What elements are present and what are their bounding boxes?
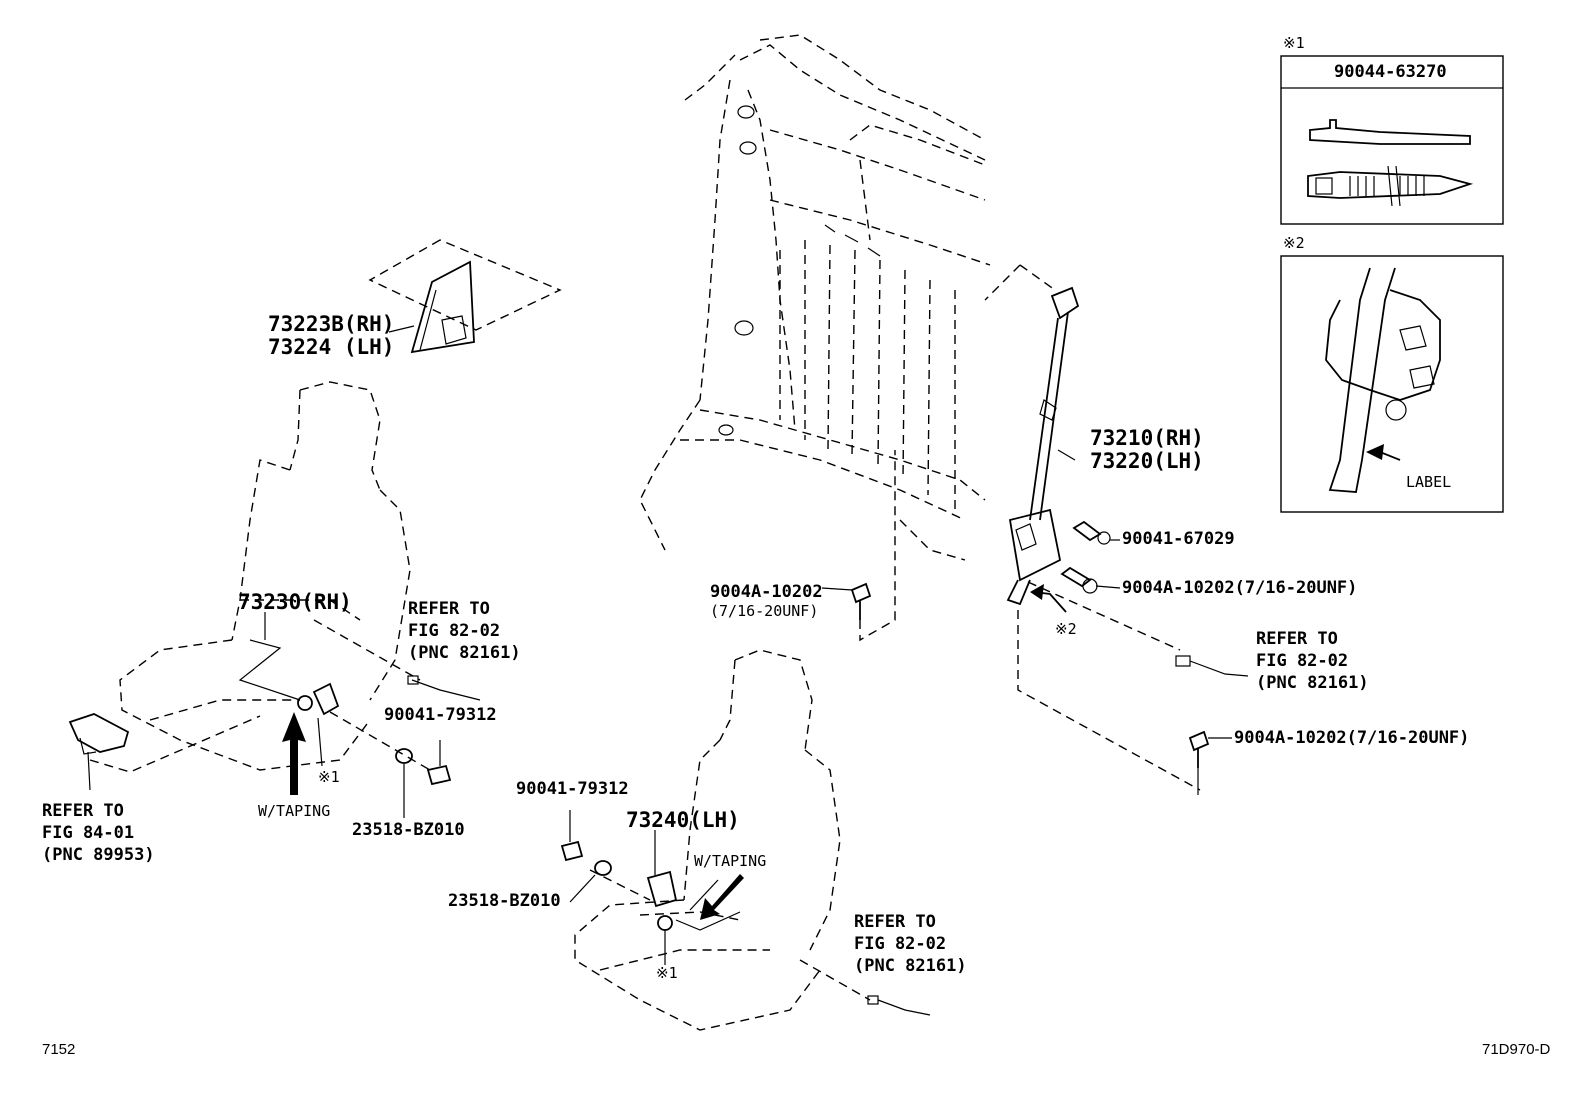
callout-90041-67029: 90041-67029 <box>1122 529 1235 549</box>
inset-1-mark: ※1 <box>1283 34 1305 52</box>
callout-9004a-center-thread: (7/16-20UNF) <box>710 602 819 620</box>
nut-90041-right <box>560 810 584 862</box>
footer-right-code: 71D970-D <box>1482 1041 1551 1058</box>
taping-arrow-left <box>282 712 306 795</box>
refer-fig-82-a: REFER TO FIG 82-02 (PNC 82161) <box>408 599 521 663</box>
callout-73223b: 73223B(RH) <box>268 312 395 336</box>
refer-fig-84: REFER TO FIG 84-01 (PNC 89953) <box>42 801 155 865</box>
nut-90041-left <box>426 740 452 786</box>
callout-9004a-center: 9004A-10202 <box>710 582 823 602</box>
seat-lh <box>574 649 931 1031</box>
leader-9004a-upper <box>1095 585 1121 589</box>
floor-bracket <box>68 713 130 791</box>
callout-90041-79312-b: 90041-79312 <box>516 779 629 799</box>
inset-2-box <box>1280 255 1504 513</box>
callout-73210: 73210(RH) <box>1090 426 1204 450</box>
washer-23518-right <box>569 860 612 903</box>
leader-9004a-center <box>821 587 853 591</box>
callout-9004a-lower: 9004A-10202(7/16-20UNF) <box>1234 728 1470 748</box>
note-2-arrow <box>1030 584 1067 613</box>
note-mark-2: ※2 <box>1055 620 1077 638</box>
inset-2-label: LABEL <box>1406 473 1452 491</box>
refer-fig-82-b: REFER TO FIG 82-02 (PNC 82161) <box>1256 629 1369 693</box>
refer-fig-82-c: REFER TO FIG 82-02 (PNC 82161) <box>854 912 967 976</box>
note-mark-1-left: ※1 <box>318 768 340 786</box>
callout-23518-b: 23518-BZ010 <box>448 891 561 911</box>
callout-73230: 73230(RH) <box>238 590 352 614</box>
leader-note-1a <box>317 717 323 767</box>
inset-1-box <box>1280 55 1504 225</box>
bolt-9004a-lower <box>1188 730 1210 795</box>
bolt-9004a-center <box>850 450 896 642</box>
trim-panel-73223b <box>368 239 562 354</box>
cab-back-panel <box>639 34 991 561</box>
inset-1-part: 90044-63270 <box>1334 62 1447 82</box>
connector-right <box>1175 655 1249 677</box>
callout-9004a-upper: 9004A-10202(7/16-20UNF) <box>1122 578 1358 598</box>
seat-rh <box>89 381 481 773</box>
washer-23518-left <box>395 748 413 818</box>
note-mark-1-right: ※1 <box>656 964 678 982</box>
seat-belt-retractor-73210 <box>984 264 1201 791</box>
leader-73223b <box>388 325 415 333</box>
taping-arrow-right <box>700 874 744 920</box>
footer-left-code: 7152 <box>42 1041 76 1058</box>
bolt-9004a-upper <box>1060 566 1098 594</box>
bolt-90041-67029 <box>1072 520 1120 545</box>
callout-23518-a: 23518-BZ010 <box>352 820 465 840</box>
taping-label-right: W/TAPING <box>694 852 767 870</box>
callout-73240: 73240(LH) <box>626 808 740 832</box>
leader-73210 <box>1057 449 1076 461</box>
callout-73224: 73224 (LH) <box>268 335 395 359</box>
taping-label-left: W/TAPING <box>258 802 331 820</box>
callout-73220: 73220(LH) <box>1090 449 1204 473</box>
inset-2-mark: ※2 <box>1283 234 1305 252</box>
callout-90041-79312-a: 90041-79312 <box>384 705 497 725</box>
